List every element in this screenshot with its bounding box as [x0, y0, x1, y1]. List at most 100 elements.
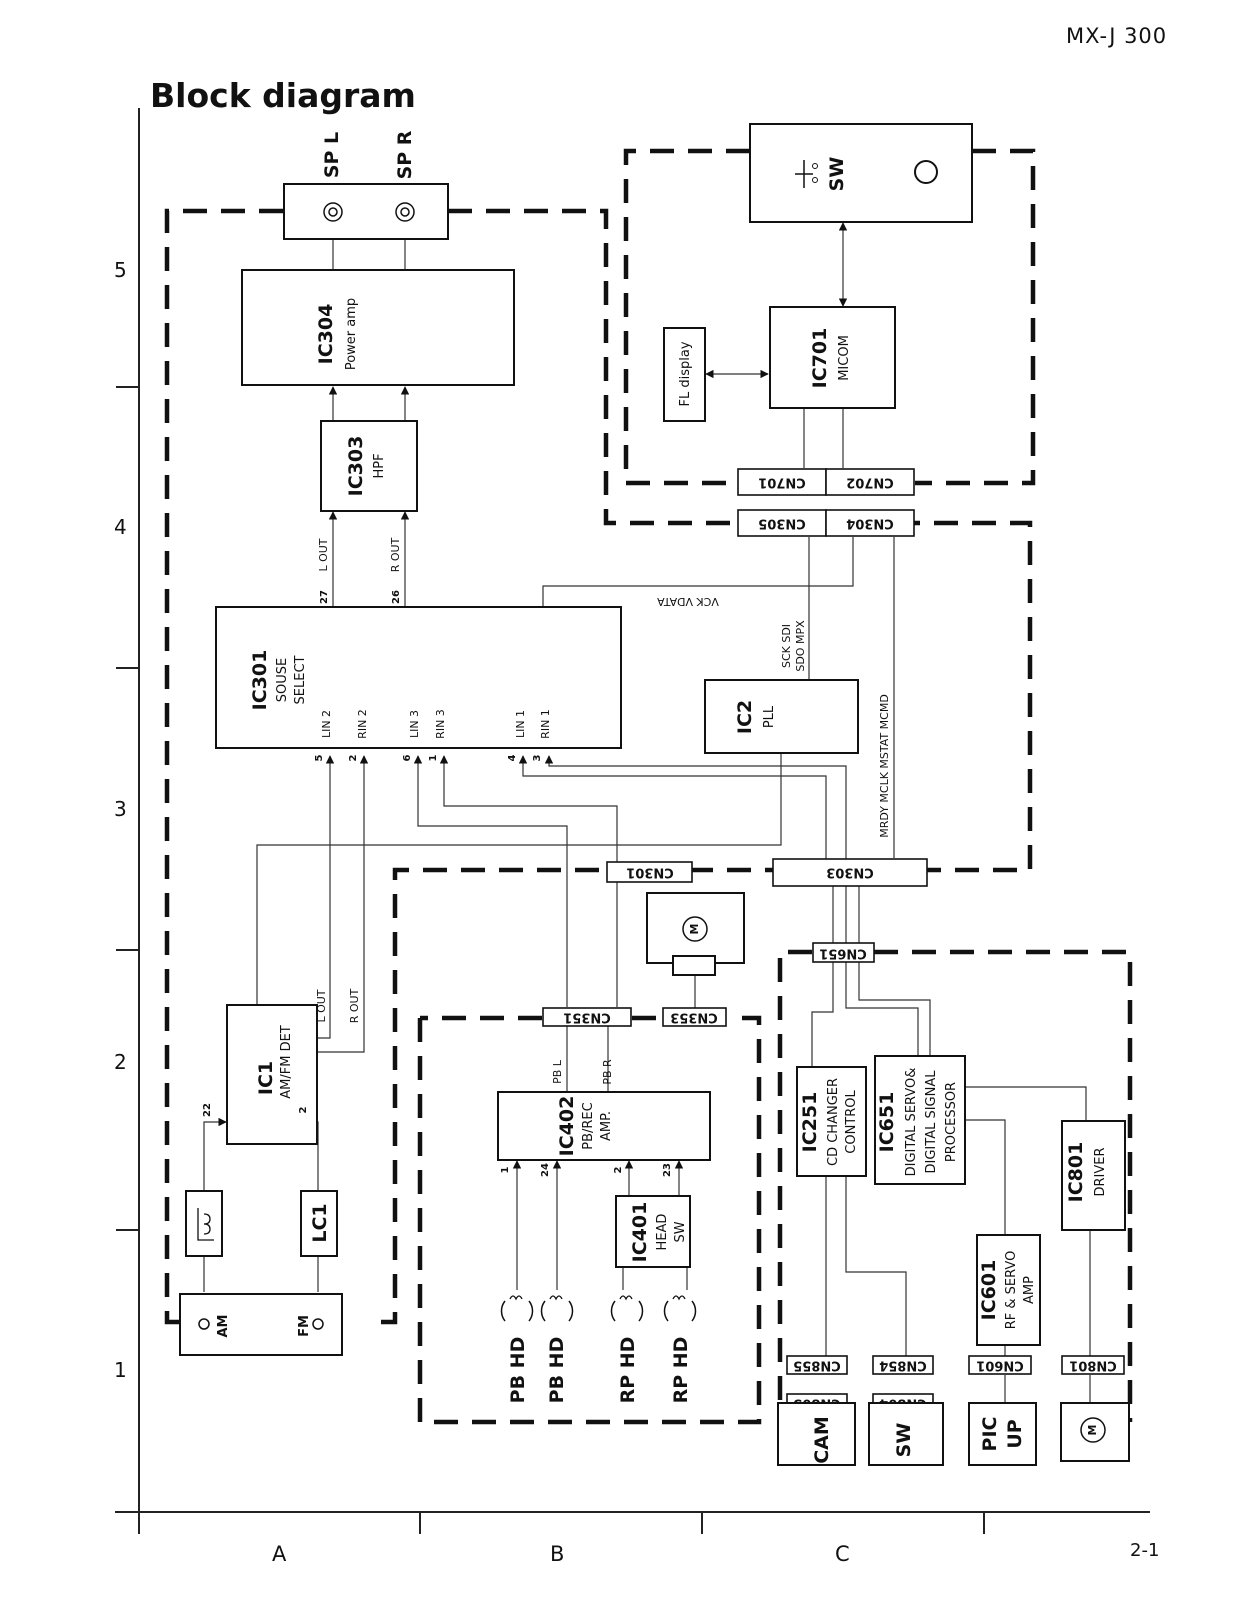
ic701-label: IC701: [809, 328, 831, 389]
cn305-label: CN305: [758, 516, 806, 531]
sp-r-label: SP R: [394, 130, 416, 179]
speaker-jack-icon: [323, 202, 415, 222]
spindle-motor-icon: [1080, 1417, 1106, 1443]
ic401-sub1: HEAD: [655, 1214, 670, 1251]
ic401-label: IC401: [629, 1202, 651, 1263]
ic402-block: [497, 1091, 711, 1161]
ic401-block: [615, 1195, 691, 1268]
ic2-sub: PLL: [762, 705, 777, 728]
ic701-sub: MICOM: [837, 335, 852, 381]
ic251-sub1: CD CHANGER: [826, 1078, 841, 1166]
fm-label: FM: [297, 1315, 312, 1337]
pin-q23: 23: [662, 1163, 673, 1177]
cam-label: CAM: [811, 1416, 833, 1464]
spindle-motor-label: M: [1086, 1425, 1099, 1436]
row-label-4: 4: [114, 515, 127, 539]
ic651-label: IC651: [876, 1092, 898, 1153]
am-jack-icon: [198, 1318, 210, 1330]
knob-icon: [914, 160, 938, 184]
model-number: MX-J 300: [1066, 24, 1168, 48]
ic601-sub2: AMP: [1022, 1276, 1037, 1304]
pic-label: PIC: [979, 1417, 1001, 1452]
pin-1: 1: [428, 754, 439, 761]
vck-vdata-label: VCK VDATA: [657, 595, 719, 608]
motor-terminal: [672, 955, 716, 976]
speaker-terminal-block: [283, 183, 449, 240]
ic801-label: IC801: [1065, 1142, 1087, 1203]
cn601-label: CN601: [976, 1358, 1024, 1373]
motor-icon: [682, 916, 708, 942]
ic2-label: IC2: [734, 700, 756, 734]
pin-27: 27: [319, 590, 330, 604]
ic301-label: IC301: [249, 650, 271, 711]
coil-icon: [197, 1208, 214, 1241]
rin1-label: RIN 1: [539, 709, 552, 739]
pb-r-label: PB R: [601, 1059, 614, 1085]
cn651-label: CN651: [819, 946, 867, 961]
ic1-sub: AM/FM DET: [279, 1025, 294, 1099]
grid-frame: [115, 108, 1150, 1534]
cn351-label: CN351: [563, 1010, 611, 1025]
ic304-label: IC304: [315, 304, 337, 365]
ic402-label: IC402: [556, 1096, 578, 1157]
ic651-sub1: DIGITAL SERVO&: [904, 1068, 919, 1177]
sw-top-label: SW: [826, 157, 848, 192]
fl-display-label: FL display: [678, 341, 693, 406]
rin2-label: RIN 2: [356, 709, 369, 739]
switch-board-block: [749, 123, 973, 223]
spindle-motor-block: [1060, 1402, 1130, 1462]
row-label-5: 5: [114, 258, 127, 282]
ic801-block: [1061, 1120, 1126, 1231]
fl-display-block: [663, 327, 706, 422]
col-label-b: B: [550, 1542, 565, 1566]
pin-q24: 24: [540, 1163, 551, 1177]
cn855-label: CN855: [793, 1358, 841, 1373]
col-label-c: C: [835, 1542, 850, 1566]
pb-l-label: PB L: [551, 1059, 564, 1084]
pin-26: 26: [391, 590, 402, 604]
mrdy-mclk-label: MRDY MCLK MSTAT MCMD: [878, 694, 891, 838]
cn301-connector: [606, 861, 693, 883]
ic402-sub2: AMP.: [599, 1111, 614, 1141]
pin-4: 4: [507, 754, 518, 761]
lin3-label: LIN 3: [408, 710, 421, 738]
lin1-label: LIN 1: [514, 710, 527, 738]
rp-hd-2-label: RP HD: [670, 1337, 692, 1404]
cn651-connector: [812, 942, 875, 963]
wires: [203, 222, 1091, 1402]
cn304-connector: [825, 509, 915, 537]
pin-2b: 2: [298, 1106, 309, 1113]
cn353-connector: [662, 1007, 727, 1027]
cn701-label: CN701: [758, 475, 806, 490]
ic701-block: [769, 306, 896, 409]
ic301-block: [215, 606, 622, 749]
lin2-label: LIN 2: [320, 710, 333, 738]
ic2-block: [704, 679, 859, 754]
ic301-sub2: SELECT: [293, 655, 308, 704]
pin-6: 6: [402, 754, 413, 761]
sw-bottom-block: [868, 1402, 944, 1466]
cn801-connector: [1061, 1355, 1125, 1375]
page-number: 2-1: [1130, 1540, 1160, 1561]
pin-3: 3: [532, 754, 543, 761]
tape-head-icons: [500, 1295, 697, 1322]
up-label: UP: [1004, 1419, 1026, 1448]
cn353-label: CN353: [670, 1010, 718, 1025]
motor-label: M: [688, 924, 701, 935]
ic401-sub2: SW: [673, 1221, 688, 1242]
l-out-2-label: L OUT: [315, 989, 328, 1022]
cn303-connector: [772, 858, 928, 887]
am-label: AM: [216, 1315, 231, 1338]
sw-bottom-label: SW: [893, 1423, 915, 1458]
cn304-label: CN304: [846, 516, 894, 531]
ic304-sub: Power amp: [344, 298, 359, 370]
ic651-block: [874, 1055, 966, 1185]
sp-l-label: SP L: [321, 132, 343, 178]
ic303-block: [320, 420, 418, 512]
pb-hd-1-label: PB HD: [507, 1337, 529, 1404]
ic303-sub: HPF: [372, 453, 387, 478]
cn601-connector: [968, 1355, 1032, 1375]
rp-hd-1-label: RP HD: [617, 1337, 639, 1404]
ic402-sub1: PB/REC: [581, 1102, 596, 1149]
